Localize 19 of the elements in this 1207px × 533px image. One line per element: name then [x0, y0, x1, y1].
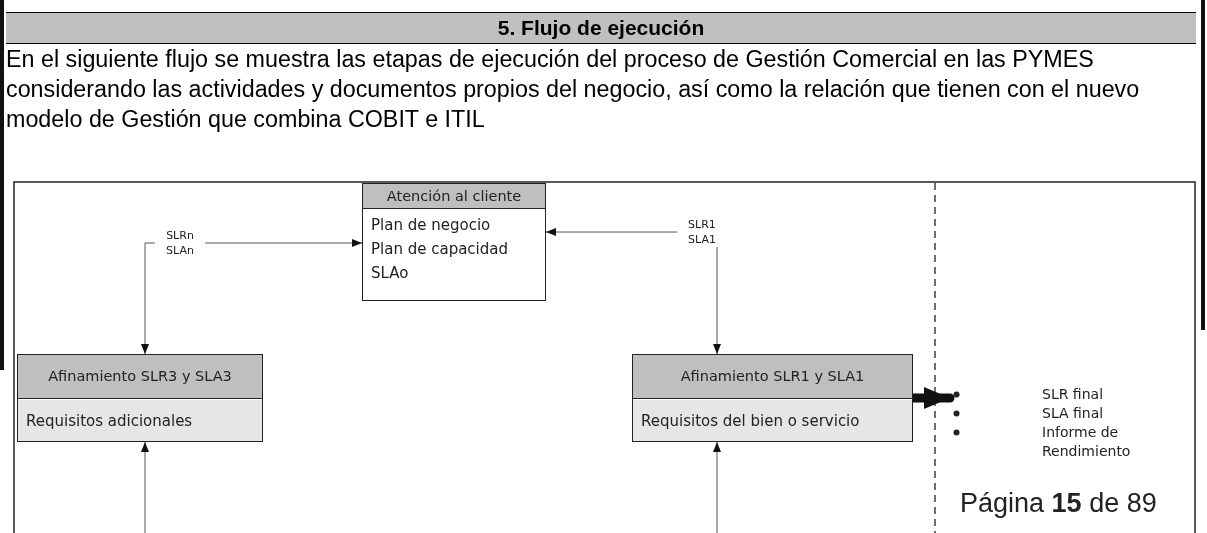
page-number: Página 15 de 89 [960, 488, 1157, 519]
list-text: SLA final [1042, 405, 1104, 421]
box-text: SLAo [371, 262, 410, 284]
process-box [362, 183, 546, 301]
box-heading: Atención al cliente [363, 184, 545, 209]
section-title: 5. Flujo de ejecución [6, 12, 1196, 44]
process-box [632, 354, 913, 442]
process-box [17, 354, 263, 442]
box-text: Plan de capacidad [371, 238, 509, 260]
list-text: SLR final [1042, 386, 1104, 402]
box-text: Requisitos del bien o servicio [641, 410, 861, 432]
arrow [141, 441, 149, 533]
list-text: Informe de Rendimiento [1042, 424, 1131, 459]
box-heading: Afinamiento SLR3 y SLA3 [18, 355, 262, 399]
intro-paragraph: En el siguiente flujo se muestra las etapas de ejecución del proceso de Gestión Comercial en las PYMES considerando las actividades y documentos propios del negocio, así como la relación que tienen con el nuevo modelo de Gestión que combina COBIT e ITIL [6, 45, 1141, 134]
arrow [713, 441, 721, 533]
box-text: Plan de negocio [371, 214, 492, 236]
box-text: Requisitos adicionales [26, 410, 194, 432]
box-heading: Afinamiento SLR1 y SLA1 [633, 355, 912, 399]
